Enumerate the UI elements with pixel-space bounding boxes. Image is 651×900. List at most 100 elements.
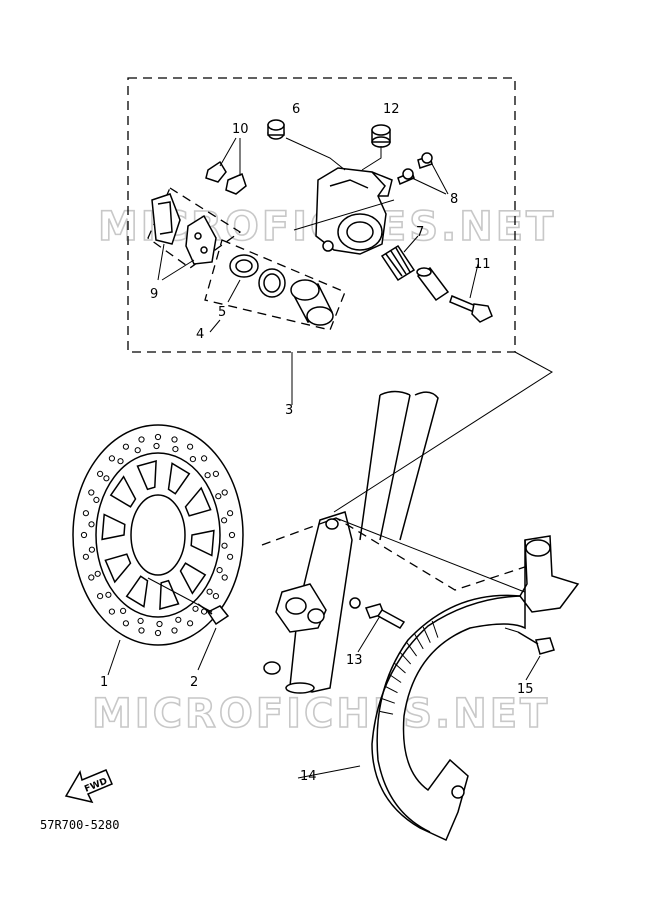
disc-hole bbox=[212, 470, 219, 477]
leader-14 bbox=[297, 765, 361, 779]
leader-12 bbox=[361, 146, 382, 171]
disc-cover-14 bbox=[371, 535, 580, 842]
part-label-5: 5 bbox=[218, 305, 226, 320]
leader-9b bbox=[161, 259, 195, 281]
disc-hole bbox=[108, 455, 116, 462]
disc-hole bbox=[204, 472, 211, 479]
part-label-2: 2 bbox=[190, 675, 198, 690]
part-label-15: 15 bbox=[517, 682, 534, 697]
disc-hole bbox=[137, 617, 144, 625]
brake-pads-9 bbox=[151, 193, 217, 265]
disc-hole bbox=[216, 567, 223, 574]
leader-1 bbox=[107, 639, 121, 676]
disc-hole bbox=[82, 553, 90, 560]
disc-hole bbox=[120, 607, 127, 615]
part-label-10: 10 bbox=[232, 122, 249, 137]
disc-hole bbox=[154, 433, 162, 441]
brake-disc-1 bbox=[72, 424, 244, 646]
disc-hole bbox=[221, 489, 228, 496]
part-label-8: 8 bbox=[450, 192, 458, 207]
disc-hole bbox=[156, 620, 163, 628]
disc-hole bbox=[80, 531, 88, 539]
disc-hole bbox=[122, 620, 130, 627]
disc-spoke-cutout bbox=[167, 462, 191, 495]
bleed-cap-6 bbox=[267, 119, 285, 140]
disc-hole bbox=[138, 627, 145, 634]
disc-hole bbox=[192, 605, 199, 612]
cap-12 bbox=[371, 124, 391, 148]
cover-vent-slot bbox=[422, 626, 431, 643]
disc-hole bbox=[171, 436, 178, 443]
part-label-1: 1 bbox=[100, 675, 108, 690]
disc-hole bbox=[221, 517, 228, 524]
disc-spoke-cutout bbox=[104, 553, 132, 584]
leader-6 bbox=[285, 137, 346, 171]
part-label-4: 4 bbox=[196, 327, 204, 342]
disc-hole bbox=[206, 588, 213, 595]
fork-mount-dash bbox=[261, 517, 541, 591]
disc-hole bbox=[117, 458, 124, 465]
disc-hole bbox=[172, 446, 179, 453]
part-label-7: 7 bbox=[416, 225, 424, 240]
cover-vent-slot bbox=[388, 673, 402, 683]
caliper-pad-leader bbox=[293, 199, 395, 231]
disc-hole bbox=[221, 574, 228, 581]
disc-hole bbox=[103, 475, 110, 482]
part-label-11: 11 bbox=[474, 257, 491, 272]
piston-seals-5 bbox=[229, 254, 286, 298]
boot-7 bbox=[380, 244, 416, 282]
pad-clips-10 bbox=[205, 160, 247, 195]
leader-8b bbox=[431, 163, 449, 195]
disc-hole bbox=[215, 493, 222, 500]
disc-hole bbox=[154, 629, 162, 637]
leader-11 bbox=[469, 263, 479, 299]
cover-vent-slot bbox=[393, 662, 406, 674]
leader-7 bbox=[403, 235, 419, 253]
disc-cover-leader bbox=[335, 517, 541, 599]
diagram-code: 57R700-5280 bbox=[40, 818, 119, 832]
disc-spoke-cutout bbox=[179, 562, 207, 595]
cover-vent-slot bbox=[379, 710, 394, 715]
leader-9a bbox=[157, 243, 165, 281]
cover-vent-slot bbox=[399, 651, 412, 665]
disc-hole bbox=[88, 521, 95, 528]
disc-bolt-leader bbox=[147, 577, 213, 613]
leader-13 bbox=[357, 615, 381, 653]
disc-hole bbox=[201, 455, 208, 462]
forward-arrow-icon: FWD bbox=[64, 769, 113, 804]
disc-hole bbox=[108, 608, 116, 615]
disc-hole bbox=[134, 447, 141, 454]
disc-hole bbox=[105, 591, 112, 598]
caliper-body bbox=[315, 167, 393, 255]
disc-hole bbox=[171, 627, 178, 634]
front-fork bbox=[263, 390, 439, 694]
part-label-6: 6 bbox=[292, 102, 300, 117]
bleed-screws-8 bbox=[397, 152, 433, 186]
bolt-11 bbox=[449, 294, 493, 323]
disc-hole bbox=[227, 510, 234, 517]
disc-hole bbox=[187, 443, 194, 450]
slide-pin bbox=[416, 266, 450, 302]
disc-hole bbox=[88, 489, 95, 496]
part-label-12: 12 bbox=[383, 102, 400, 117]
part-label-14: 14 bbox=[300, 769, 317, 784]
part-label-13: 13 bbox=[346, 653, 363, 668]
disc-hole bbox=[228, 531, 236, 539]
disc-hole bbox=[122, 443, 130, 450]
disc-spoke-cutout bbox=[184, 486, 212, 517]
disc-spoke-cutout bbox=[136, 460, 157, 491]
disc-hole bbox=[189, 456, 196, 463]
cover-vent-slot bbox=[384, 685, 398, 694]
cover-vent-slot bbox=[381, 697, 395, 704]
leader-4 bbox=[209, 319, 221, 333]
disc-hole bbox=[88, 546, 96, 553]
disc-hole bbox=[187, 620, 194, 627]
bolt-13 bbox=[364, 603, 406, 629]
disc-hole bbox=[97, 470, 104, 477]
leader-5 bbox=[227, 279, 241, 303]
disc-hole bbox=[227, 553, 234, 560]
disc-spoke-cutout bbox=[125, 575, 149, 608]
part-label-3: 3 bbox=[285, 403, 293, 418]
disc-spoke-cutout bbox=[190, 529, 215, 557]
